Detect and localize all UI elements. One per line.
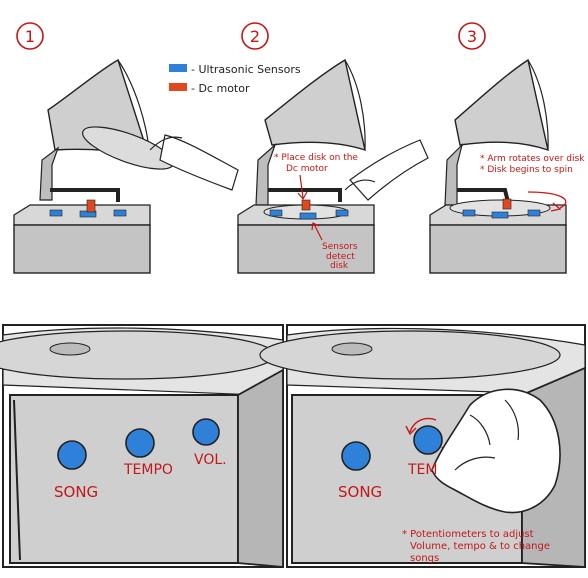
- annotation-sensors-line-2: detect: [326, 252, 355, 262]
- annotation-place-disk-line-2: Dc motor: [286, 164, 328, 174]
- step-2-marker: 2: [241, 22, 269, 50]
- panel-3-gramophone: [429, 58, 567, 274]
- annotation-place-disk: * Place disk on the Dc motor: [274, 153, 358, 174]
- closeup-panel-right: SONG TEM * Potentiometers to adjust Volu…: [259, 324, 586, 568]
- annotation-arm-disk: * Arm rotates over disk * Disk begins to…: [480, 154, 585, 175]
- song-knob-icon-2: [341, 441, 371, 471]
- step-1-marker: 1: [16, 22, 44, 50]
- song-knob-icon: [57, 440, 87, 470]
- tempo-knob-icon: [125, 428, 155, 458]
- step-3-marker: 3: [458, 22, 486, 50]
- annotation-sensors-line-3: disk: [330, 261, 349, 271]
- annotation-potentiometers-line-2: Volume, tempo & to change: [410, 541, 550, 552]
- step-2-number: 2: [250, 27, 260, 46]
- annotation-sensors: Sensors detect disk: [322, 242, 358, 271]
- annotation-place-disk-line-1: * Place disk on the: [274, 153, 358, 163]
- knob-label-tempo: TEMPO: [123, 462, 173, 478]
- legend-label-ultrasonic: - Ultrasonic Sensors: [191, 63, 301, 76]
- legend-label-motor: - Dc motor: [191, 82, 250, 95]
- panel-2-gramophone: [237, 58, 429, 274]
- step-1-number: 1: [25, 27, 35, 46]
- legend-swatch-ultrasonic: [169, 64, 187, 72]
- knob-label-song: SONG: [54, 483, 98, 501]
- volume-knob-icon: [192, 418, 220, 446]
- knob-label-tempo-partial: TEM: [407, 462, 437, 478]
- knob-label-vol: VOL.: [194, 452, 227, 468]
- closeup-panel-left: SONG TEMPO VOL.: [0, 324, 284, 568]
- step-3-number: 3: [467, 27, 477, 46]
- annotation-potentiometers-line-1: * Potentiometers to adjust: [402, 529, 534, 540]
- hand-icon: [431, 388, 561, 514]
- annotation-disk-spins: * Disk begins to spin: [480, 165, 573, 175]
- annotation-potentiometers: * Potentiometers to adjust Volume, tempo…: [402, 529, 550, 564]
- knob-label-song-2: SONG: [338, 483, 382, 501]
- legend-swatch-motor: [169, 83, 187, 91]
- annotation-arm-rotates: * Arm rotates over disk: [480, 154, 585, 164]
- legend: - Ultrasonic Sensors - Dc motor: [169, 63, 301, 95]
- annotation-sensors-line-1: Sensors: [322, 242, 358, 252]
- panel-1-gramophone: [13, 58, 239, 274]
- tempo-knob-icon-2: [413, 425, 443, 455]
- annotation-potentiometers-line-3: songs: [410, 553, 439, 564]
